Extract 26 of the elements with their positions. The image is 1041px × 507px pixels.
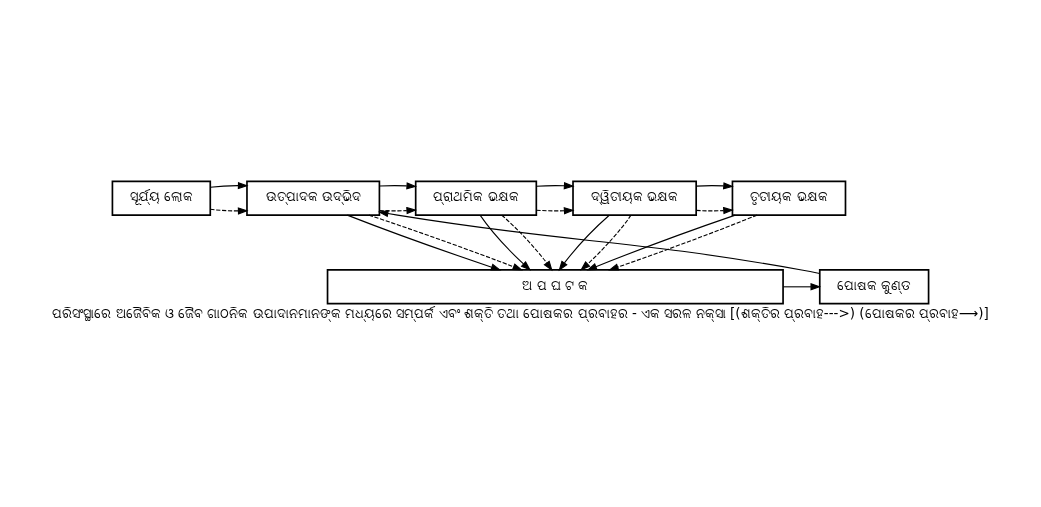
arrow — [379, 206, 418, 215]
node-box: ଦ୍ୱିତୀୟକ ଭକ୍ଷକ — [572, 180, 697, 216]
arrow — [695, 182, 734, 190]
node-box: ପ୍ରାଥମିକ ଭକ୍ଷକ — [414, 180, 538, 216]
arrow — [558, 214, 610, 272]
node-box: ତୃତୀୟକ ଭକ୍ଷକ — [731, 180, 847, 216]
caption: ପରିସଂସ୍ଥାରେ ଅଜୈବିକ ଓ ଜୈବ ଗାଠନିକ ଉପାଦାନମାନଙ୍କ ମଧ୍ୟରେ ସମ୍ପର୍କ ଏବଂ ଶକ୍ତି ତଥା ପୋଷକର ପ୍ରବାହର - ଏକ ସରଳ ନକ୍ସା [(ଶକ୍ତିର ପ୍ରବାହ--->) (ପୋଷକର ପ୍ରବାହ⟶)] — [52, 304, 989, 321]
node-box: ଅ ପ ଘ ଟ କ — [326, 269, 784, 305]
arrow — [209, 207, 249, 215]
node-box: ଉତ୍ପାଦକ ଉଦ୍ଭିଦ — [246, 180, 381, 216]
arrow — [608, 214, 758, 271]
arrow — [377, 209, 821, 274]
arrow — [586, 214, 736, 271]
arrow — [479, 214, 532, 271]
arrow — [535, 182, 575, 190]
arrow — [209, 181, 249, 190]
arrow — [368, 214, 524, 271]
arrow — [782, 283, 822, 291]
node-box: ପୋଷକ କୁଣ୍ଡ — [818, 269, 930, 305]
arrow — [695, 206, 734, 215]
arrow — [535, 207, 575, 215]
arrow — [379, 182, 418, 190]
arrow — [501, 214, 553, 272]
arrow — [346, 214, 502, 271]
arrow — [580, 214, 632, 271]
node-box: ସୂର୍ଯ୍ୟ ଲୋକ — [111, 180, 212, 216]
